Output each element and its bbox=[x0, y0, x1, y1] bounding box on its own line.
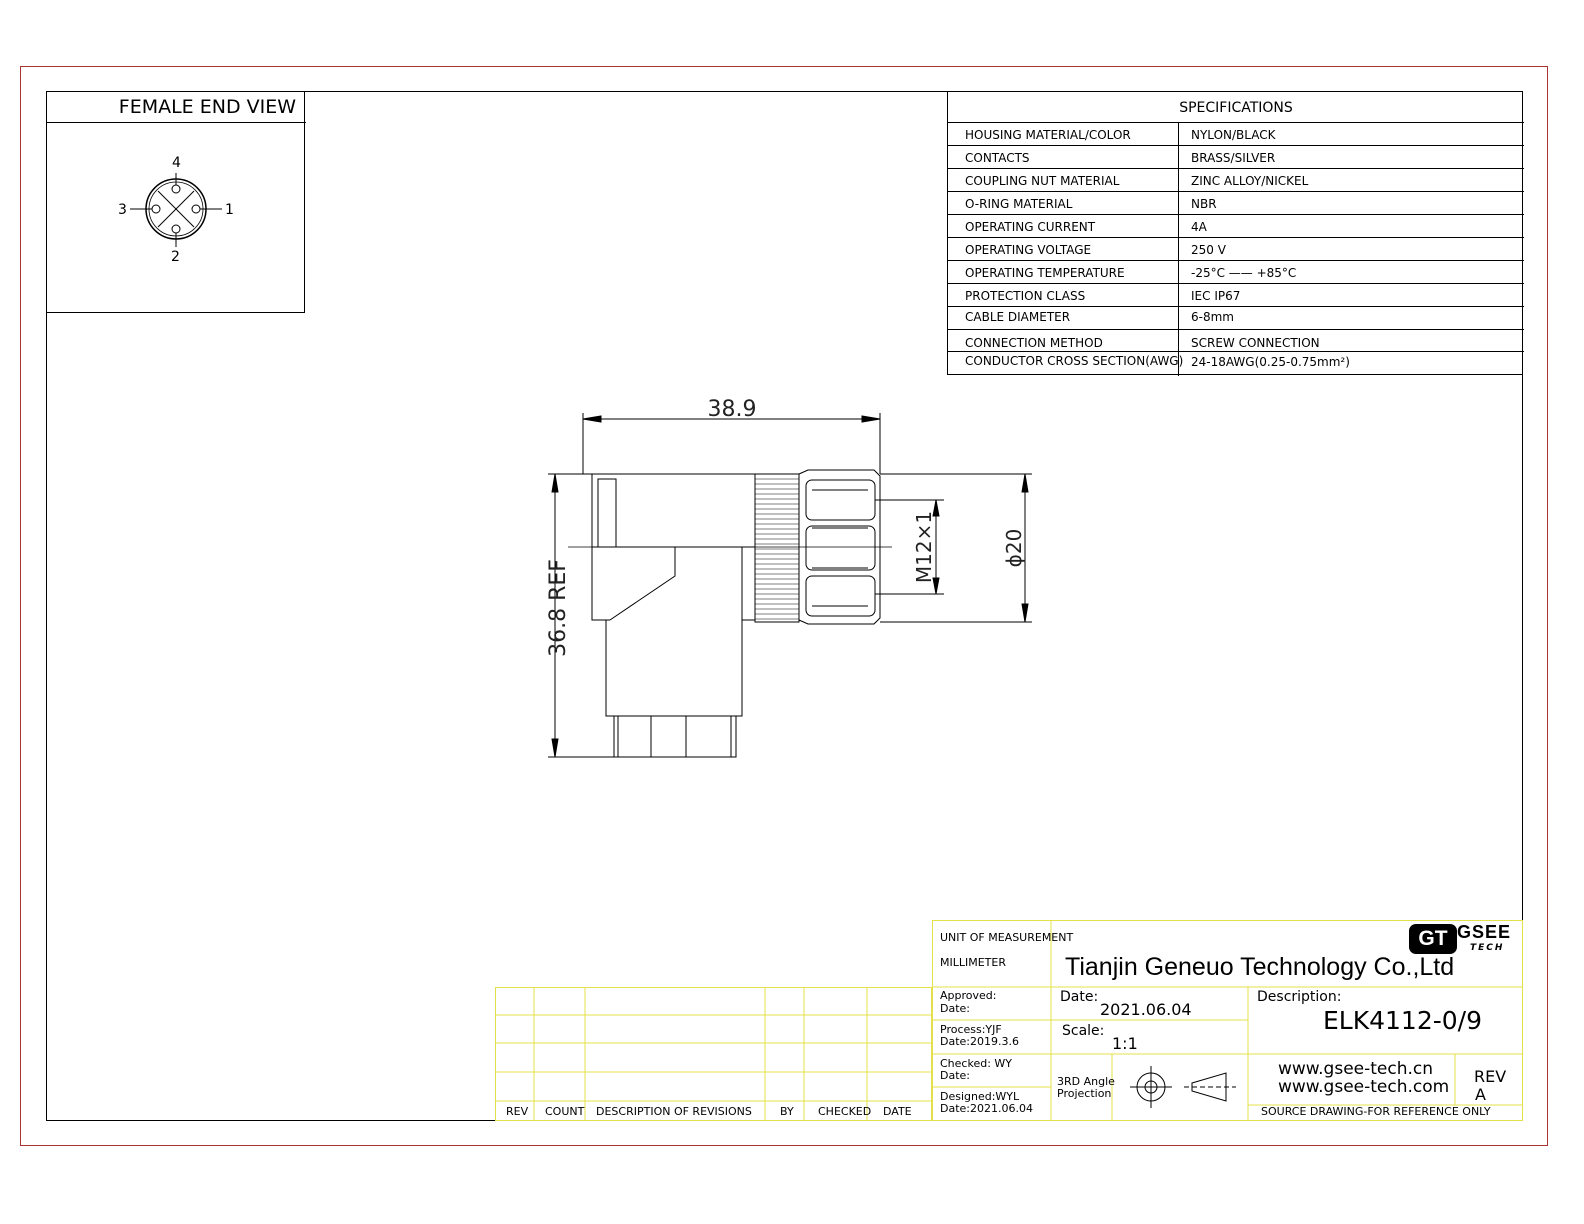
spec-row: COUPLING NUT MATERIAL ZINC ALLOY/NICKEL bbox=[948, 169, 1524, 192]
spec-row: CONTACTS BRASS/SILVER bbox=[948, 146, 1524, 169]
projection-label-line2: Projection bbox=[1057, 1087, 1112, 1100]
spec-key: O-RING MATERIAL bbox=[965, 197, 1073, 211]
unit-value: MILLIMETER bbox=[940, 956, 1006, 969]
reference-note: SOURCE DRAWING-FOR REFERENCE ONLY bbox=[1261, 1105, 1491, 1118]
spec-row: CONNECTION METHOD SCREW CONNECTION bbox=[948, 330, 1524, 352]
spec-key: CONTACTS bbox=[965, 151, 1030, 165]
specifications-table: SPECIFICATIONS HOUSING MATERIAL/COLOR NYL… bbox=[947, 91, 1524, 376]
spec-value: 250 V bbox=[1191, 243, 1226, 257]
designed-by: Designed:WYL bbox=[940, 1090, 1020, 1103]
spec-key: CABLE DIAMETER bbox=[965, 310, 1071, 324]
dimension-diameter: ϕ20 bbox=[1002, 529, 1026, 568]
spec-value: NBR bbox=[1191, 197, 1217, 211]
spec-value: SCREW CONNECTION bbox=[1191, 336, 1320, 350]
dimension-length: 38.9 bbox=[708, 397, 757, 422]
projection-label-line1: 3RD Angle bbox=[1057, 1075, 1115, 1088]
gsee-logo-mark: GT bbox=[1409, 924, 1457, 954]
dimension-height: 36.8 REF bbox=[546, 559, 571, 657]
title-block: UNIT OF MEASUREMENT MILLIMETER Tianjin G… bbox=[932, 920, 1523, 1121]
specifications-title: SPECIFICATIONS bbox=[948, 92, 1524, 123]
rev-label: REV bbox=[1474, 1067, 1507, 1086]
spec-value: BRASS/SILVER bbox=[1191, 151, 1276, 165]
approved-date-label: Date: bbox=[940, 1002, 970, 1015]
website-cn[interactable]: www.gsee-tech.cn bbox=[1278, 1059, 1434, 1079]
spec-value: NYLON/BLACK bbox=[1191, 128, 1276, 142]
description-label: Description: bbox=[1257, 989, 1342, 1005]
end-view-title: FEMALE END VIEW bbox=[47, 92, 306, 123]
spec-value: ZINC ALLOY/NICKEL bbox=[1191, 174, 1309, 188]
spec-key: OPERATING CURRENT bbox=[965, 220, 1096, 234]
third-angle-projection-symbol bbox=[1130, 1066, 1236, 1108]
company-name: Tianjin Geneuo Technology Co.,Ltd bbox=[1065, 953, 1455, 981]
scale-label: Scale: bbox=[1062, 1023, 1105, 1039]
knurl-lines bbox=[755, 478, 799, 620]
pin-label-3: 3 bbox=[118, 202, 127, 218]
scale-value: 1:1 bbox=[1112, 1034, 1138, 1053]
revision-table: REV COUNT DESCRIPTION OF REVISIONS BY CH… bbox=[495, 987, 932, 1121]
pin-label-4: 4 bbox=[172, 155, 181, 171]
process-date: Date:2019.3.6 bbox=[940, 1035, 1019, 1048]
spec-row: HOUSING MATERIAL/COLOR NYLON/BLACK bbox=[948, 123, 1524, 146]
website-com[interactable]: www.gsee-tech.com bbox=[1278, 1077, 1450, 1097]
unit-label: UNIT OF MEASUREMENT bbox=[940, 931, 1074, 944]
process-by: Process:YJF bbox=[940, 1023, 1002, 1036]
spec-row: OPERATING VOLTAGE 250 V bbox=[948, 238, 1524, 261]
gsee-logo-sub: TECH bbox=[1470, 943, 1505, 953]
spec-row: OPERATING CURRENT 4A bbox=[948, 215, 1524, 238]
spec-key: COUPLING NUT MATERIAL bbox=[965, 174, 1120, 188]
pin-label-1: 1 bbox=[225, 202, 234, 218]
pin-layout-diagram: 1 2 3 4 bbox=[118, 155, 234, 265]
spec-row: PROTECTION CLASS IEC IP67 bbox=[948, 284, 1524, 307]
spec-key: OPERATING VOLTAGE bbox=[965, 243, 1092, 257]
spec-value: 24-18AWG(0.25-0.75mm²) bbox=[1191, 355, 1350, 369]
pin-label-2: 2 bbox=[171, 249, 180, 265]
checked-by: Checked: WY bbox=[940, 1057, 1012, 1070]
rev-header-by: BY bbox=[780, 1105, 794, 1118]
spec-key: HOUSING MATERIAL/COLOR bbox=[965, 128, 1131, 142]
spec-key: OPERATING TEMPERATURE bbox=[965, 266, 1125, 280]
rev-header-checked: CHECKED bbox=[818, 1105, 872, 1118]
dimension-thread: M12×1 bbox=[912, 511, 936, 583]
checked-date: Date: bbox=[940, 1069, 970, 1082]
gsee-logo-word: GSEE bbox=[1457, 922, 1512, 942]
spec-value: 6-8mm bbox=[1191, 310, 1234, 324]
rev-header-description: DESCRIPTION OF REVISIONS bbox=[596, 1105, 752, 1118]
drawing-outer-border bbox=[20, 66, 1548, 1146]
spec-row: OPERATING TEMPERATURE -25°C —— +85°C bbox=[948, 261, 1524, 284]
date-value: 2021.06.04 bbox=[1100, 1000, 1192, 1019]
approved-label: Approved: bbox=[940, 989, 997, 1002]
spec-value: 4A bbox=[1191, 220, 1207, 234]
rev-header-rev: REV bbox=[506, 1105, 529, 1118]
rev-header-date: DATE bbox=[883, 1105, 912, 1118]
rev-value: A bbox=[1475, 1085, 1486, 1104]
rev-header-count: COUNT bbox=[545, 1105, 585, 1118]
spec-row: CONDUCTOR CROSS SECTION(AWG) 24-18AWG(0.2… bbox=[948, 352, 1524, 375]
spec-value: IEC IP67 bbox=[1191, 289, 1241, 303]
spec-column-divider bbox=[1178, 123, 1179, 376]
spec-key: PROTECTION CLASS bbox=[965, 289, 1086, 303]
spec-key: CONDUCTOR CROSS SECTION(AWG) bbox=[965, 354, 1184, 368]
part-number: ELK4112-0/9 bbox=[1323, 1006, 1482, 1035]
spec-row: CABLE DIAMETER 6-8mm bbox=[948, 307, 1524, 330]
date-label: Date: bbox=[1060, 989, 1099, 1005]
female-end-view-panel: FEMALE END VIEW 1 2 3 4 bbox=[46, 91, 306, 313]
spec-row: O-RING MATERIAL NBR bbox=[948, 192, 1524, 215]
spec-key: CONNECTION METHOD bbox=[965, 336, 1103, 350]
spec-value: -25°C —— +85°C bbox=[1191, 266, 1297, 280]
designed-date: Date:2021.06.04 bbox=[940, 1102, 1033, 1115]
